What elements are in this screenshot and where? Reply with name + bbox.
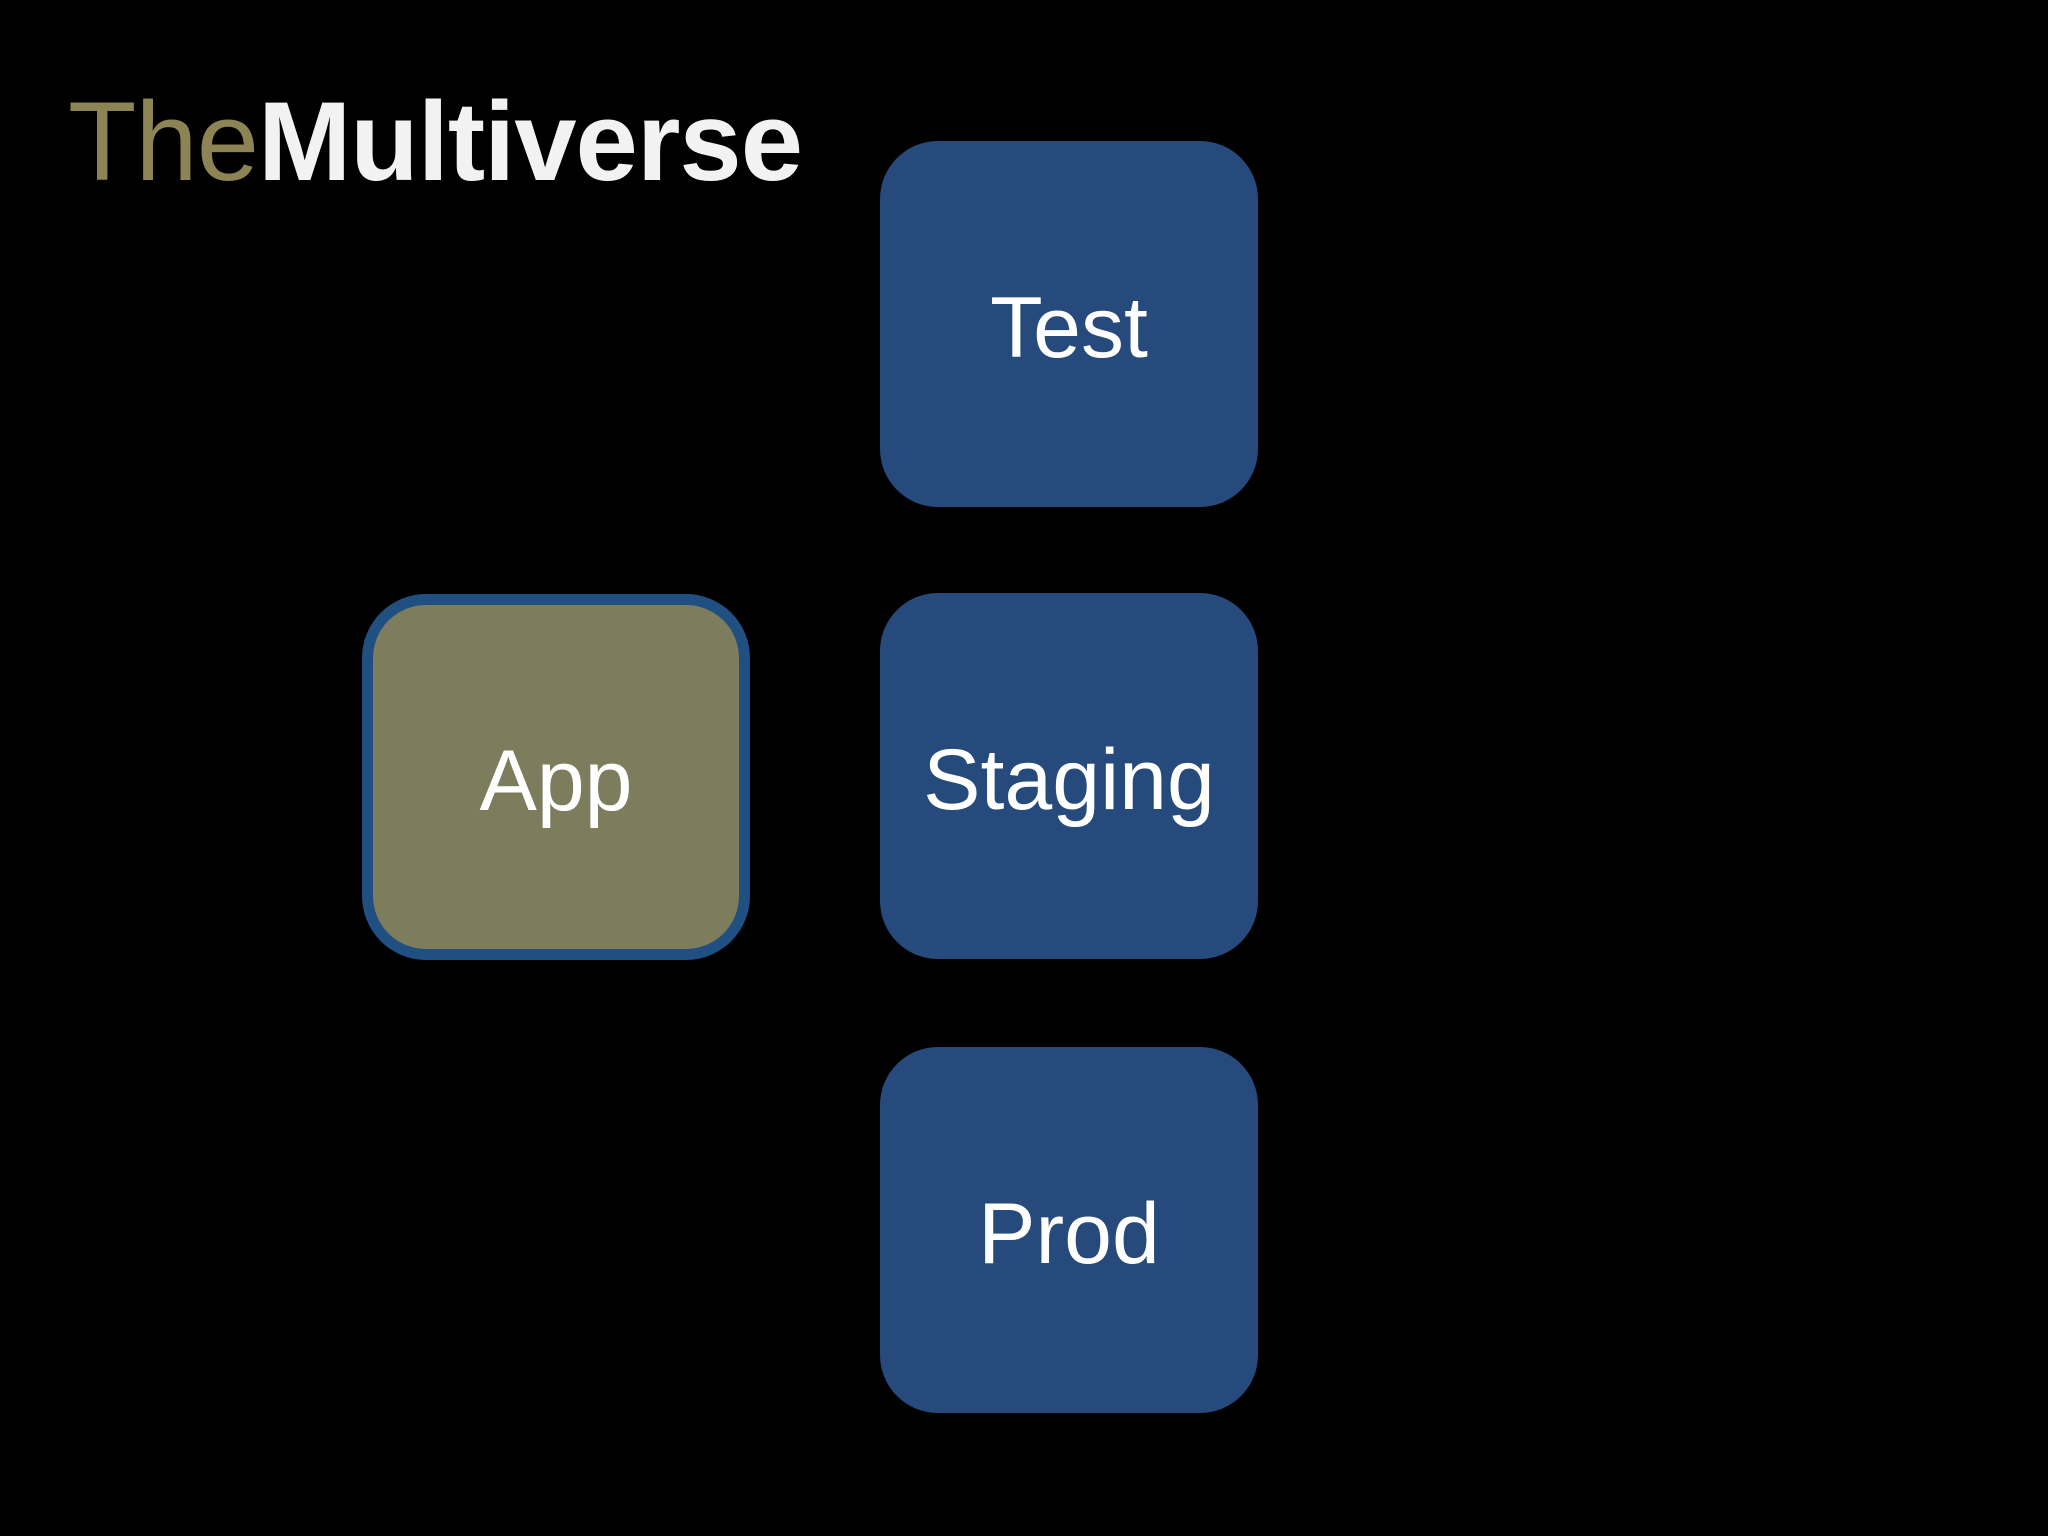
node-test: Test (880, 141, 1258, 507)
node-test-label: Test (990, 279, 1148, 376)
node-prod-label: Prod (978, 1185, 1160, 1282)
node-app-label: App (479, 732, 633, 829)
node-staging: Staging (880, 593, 1258, 959)
node-app: App (362, 594, 750, 960)
node-staging-label: Staging (923, 731, 1215, 828)
slide-title: TheMultiverse (68, 86, 803, 198)
node-prod: Prod (880, 1047, 1258, 1413)
slide-title-prefix: The (68, 79, 259, 204)
slide-title-emphasis: Multiverse (258, 79, 803, 204)
